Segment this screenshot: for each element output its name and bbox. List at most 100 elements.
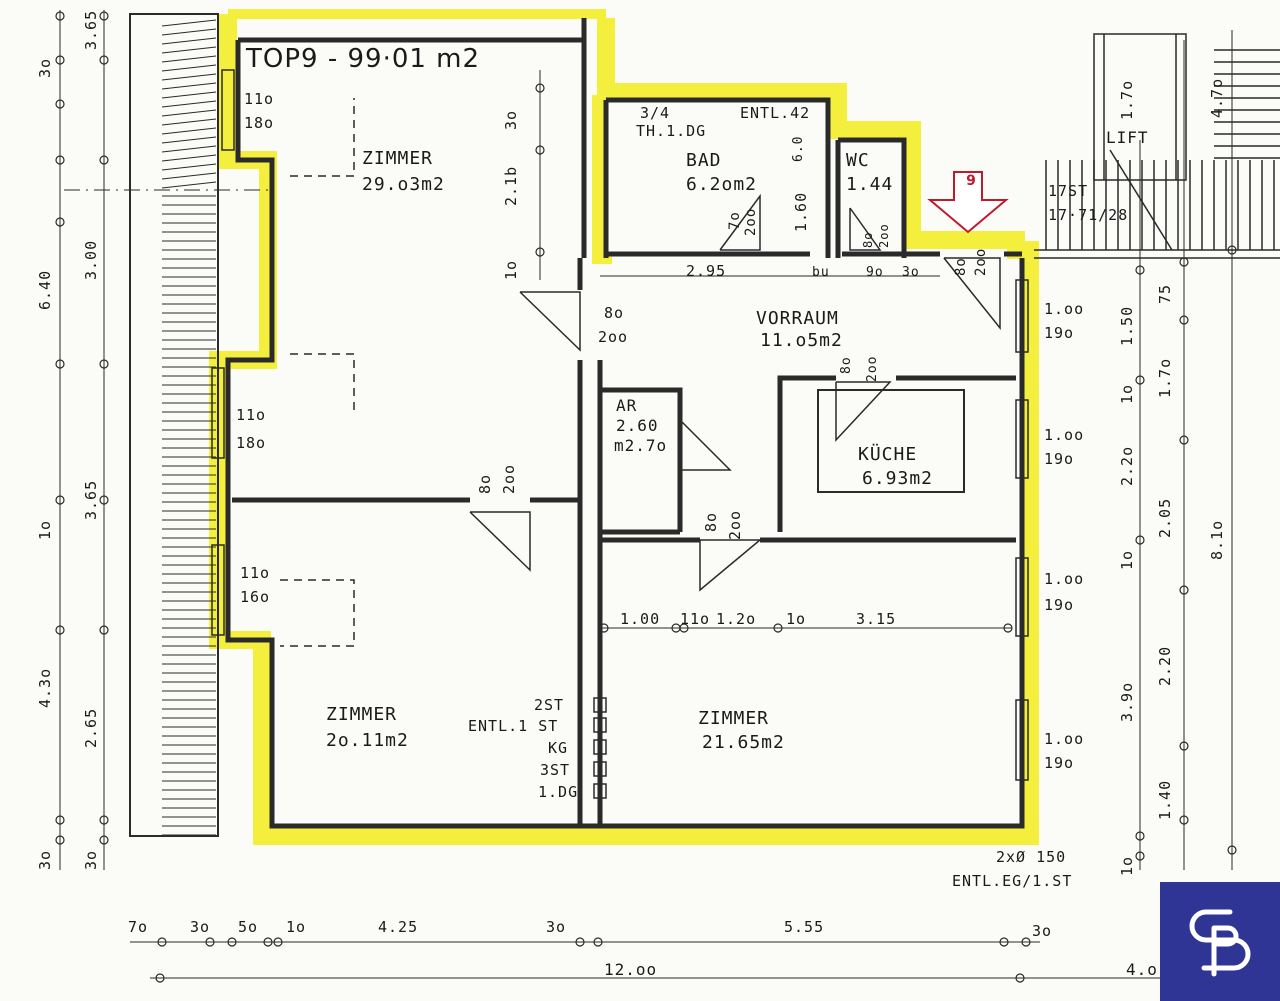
- dim-total-width: 12.oo: [604, 960, 658, 979]
- dim-bottom-6: 3o: [546, 918, 567, 936]
- window-right-2-w: 1.oo: [1044, 426, 1085, 444]
- room-name-bad: BAD: [686, 150, 722, 171]
- door-5-w: 7o: [727, 211, 743, 230]
- dim-right-12: 1.40: [1156, 779, 1174, 820]
- dim-bottom-5: 4.25: [378, 918, 419, 936]
- dim-mid-3: 1.2o: [716, 610, 757, 628]
- door-5-h: 2oo: [743, 207, 759, 236]
- shaft-note-3: KG: [548, 739, 569, 757]
- dim-left-5: 3.65: [82, 479, 100, 520]
- shaft-note-2: ENTL.1 ST: [468, 717, 559, 735]
- dim-left-3: 6.40: [36, 269, 54, 310]
- dim-bottom-7: 5.55: [784, 918, 825, 936]
- dim-wc-1: bu: [812, 265, 830, 280]
- door-6-w: 8o: [953, 257, 969, 276]
- room-name-zimmer-3: ZIMMER: [698, 708, 770, 729]
- dim-wc-2: 9o: [866, 265, 884, 280]
- room-area-bad: 6.2om2: [686, 174, 758, 195]
- dim-right-8: 2.05: [1156, 497, 1174, 538]
- dim-wc-3: 3o: [902, 265, 920, 280]
- bad-note-2: TH.1.DG: [636, 122, 707, 140]
- door-3-h: 2oo: [726, 509, 744, 540]
- dim-bottom-3: 5o: [238, 918, 259, 936]
- stairs-label-1: 17ST: [1048, 182, 1089, 200]
- dim-bottom-1: 7o: [128, 918, 149, 936]
- dim-mid-4: 1o: [786, 610, 807, 628]
- window-left-1-h: 18o: [244, 114, 275, 132]
- dim-left-8: 2.65: [82, 707, 100, 748]
- door-4-h: 2oo: [865, 355, 880, 382]
- dim-right-11: 2.20: [1156, 645, 1174, 686]
- room-area-vorraum: 11.o5m2: [760, 330, 843, 351]
- shaft-note-1: 2ST: [534, 696, 565, 714]
- window-left-1-w: 11o: [244, 90, 275, 108]
- room-name-zimmer-1: ZIMMER: [362, 148, 434, 169]
- stairwell: [1034, 33, 1280, 259]
- window-right-4-w: 1.oo: [1044, 730, 1085, 748]
- door-6-h: 2oo: [973, 247, 989, 276]
- door-1-w: 8o: [604, 304, 625, 322]
- entl-note: ENTL.42: [740, 104, 811, 122]
- room-name-zimmer-2: ZIMMER: [326, 704, 398, 725]
- dim-bottom-8: 3o: [1032, 922, 1053, 940]
- agency-logo: [1160, 882, 1280, 1001]
- dim-right-7: 2.2o: [1118, 445, 1136, 486]
- window-right-1-h: 19o: [1044, 324, 1075, 342]
- room-extra-ar: m2.7o: [614, 436, 668, 455]
- door-7-h: 2oo: [877, 223, 891, 248]
- dim-total-right: 4.o: [1126, 960, 1158, 979]
- dim-bottom-4: 1o: [286, 918, 307, 936]
- door-swings: [469, 193, 1001, 592]
- agency-logo-mark: [1189, 909, 1251, 977]
- shaft-note-5: 1.DG: [538, 783, 579, 801]
- dimension-ticks: [55, 11, 1237, 983]
- room-area-zimmer-2: 2o.11m2: [326, 730, 409, 751]
- bad-note-1: 3/4: [640, 104, 671, 122]
- door-7-w: 8o: [861, 231, 875, 248]
- door-3-w: 8o: [702, 511, 720, 532]
- dim-mid-2: 11o: [680, 610, 711, 628]
- door-4-w: 8o: [839, 356, 854, 374]
- dim-bottom-2: 3o: [190, 918, 211, 936]
- outer-walls: [225, 18, 1025, 829]
- dim-right-9: 1o: [1118, 549, 1136, 570]
- window-left-2-w: 11o: [236, 406, 267, 424]
- window-left-3-w: 11o: [240, 564, 271, 582]
- shaft-note-4: 3ST: [540, 761, 571, 779]
- dim-bad-width: 2.95: [686, 262, 727, 280]
- dim-inner-3: 1o: [502, 259, 520, 280]
- kitchen-counter: [817, 389, 965, 493]
- room-name-ar: AR: [616, 396, 638, 415]
- wardrobe-outlines: [280, 98, 355, 647]
- room-name-kueche: KÜCHE: [858, 444, 918, 465]
- dim-right-2: 1.7o: [1118, 79, 1136, 120]
- dim-right-3: 75: [1156, 283, 1174, 304]
- room-area-kueche: 6.93m2: [862, 468, 934, 489]
- dim-left-1: 3o: [36, 57, 54, 78]
- entry-marker-arrow: [927, 171, 1009, 234]
- dim-right-5: 1.7o: [1156, 357, 1174, 398]
- dim-left-2: 3.65: [82, 9, 100, 50]
- room-area-zimmer-3: 21.65m2: [702, 732, 785, 753]
- window-right-3-w: 1.oo: [1044, 570, 1085, 588]
- door-1-h: 2oo: [598, 328, 629, 346]
- vent-note-2: ENTL.EG/1.ST: [952, 872, 1073, 890]
- dim-right-1: 4.7o: [1208, 77, 1226, 118]
- dimension-lines: [59, 10, 1233, 979]
- room-area-zimmer-1: 29.o3m2: [362, 174, 445, 195]
- installation-shaft: [593, 697, 607, 799]
- left-balcony: [129, 13, 219, 837]
- dim-left-9: 3o: [36, 849, 54, 870]
- room-area-wc: 1.44: [846, 174, 894, 195]
- window-right-4-h: 19o: [1044, 754, 1075, 772]
- vent-note-1: 2xØ 150: [996, 848, 1067, 866]
- dim-left-7: 4.3o: [36, 667, 54, 708]
- dim-mid-5: 3.15: [856, 610, 897, 628]
- dim-left-6: 1o: [36, 519, 54, 540]
- dim-left-4: 3.00: [82, 239, 100, 280]
- interior-walls: [232, 258, 1016, 826]
- windows: [211, 69, 1029, 781]
- room-name-vorraum: VORRAUM: [756, 308, 839, 329]
- window-left-3-h: 16o: [240, 588, 271, 606]
